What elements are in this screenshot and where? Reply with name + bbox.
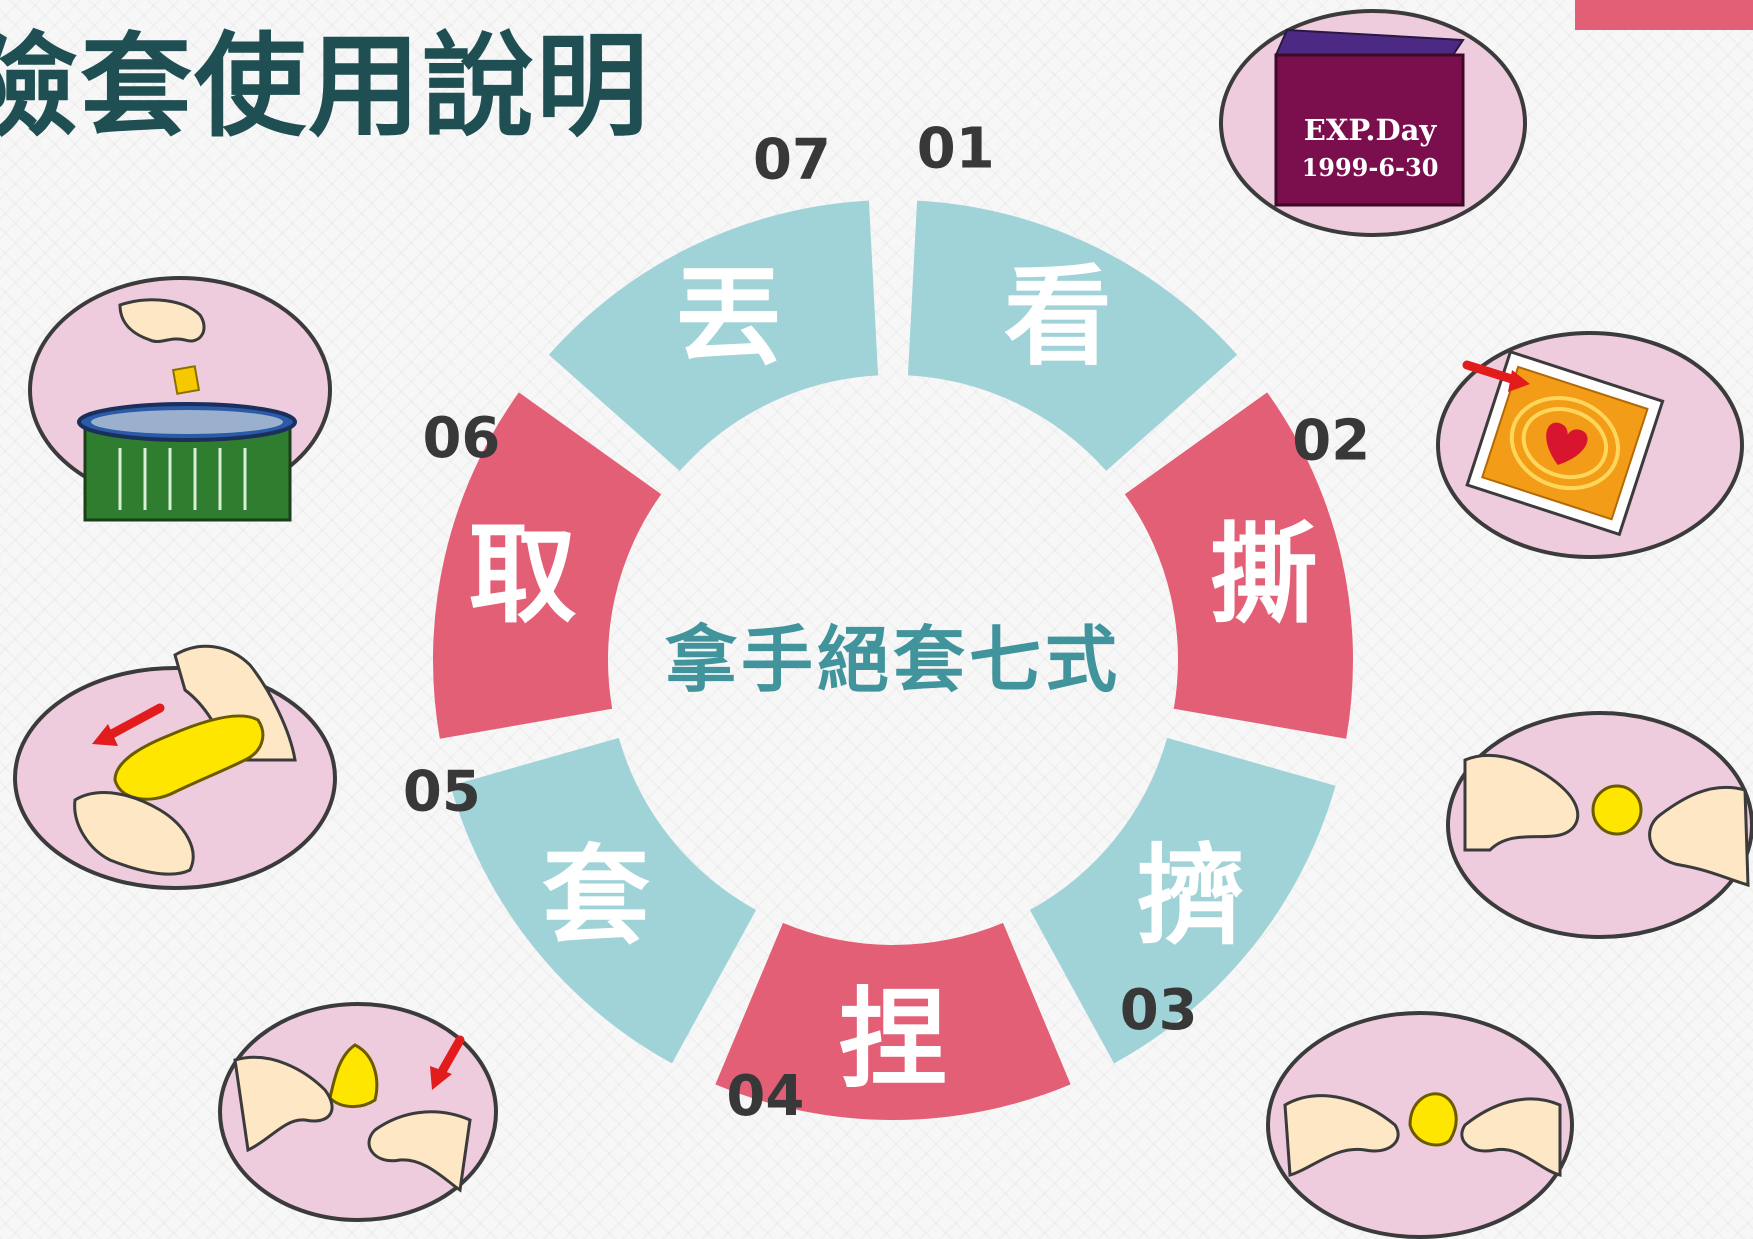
corner-accent-bar [1575, 0, 1753, 30]
segment-label-04: 捏 [839, 978, 947, 1103]
ring-segment-03 [1029, 737, 1336, 1064]
segment-number-04: 04 [726, 1064, 804, 1129]
ring-segment-07 [548, 200, 879, 471]
segment-label-02: 撕 [1209, 513, 1317, 638]
segment-label-06: 取 [469, 513, 577, 638]
segment-number-05: 05 [403, 759, 481, 824]
pinch-tip-icon [1408, 1092, 1458, 1147]
illustration-roll-on [218, 1002, 498, 1222]
illustration-expiry-date: EXP.Day 1999-6-30 [1219, 9, 1527, 237]
center-label: 拿手絕套七式 [665, 618, 1121, 702]
exp-label-line1: EXP.Day [1304, 113, 1438, 147]
segment-number-06: 06 [422, 406, 500, 471]
squeeze-condom-icon [1591, 784, 1643, 836]
ring-segment-04 [715, 922, 1071, 1120]
expiry-date-icon [1274, 53, 1465, 207]
ring-segment-02 [1124, 392, 1354, 739]
segment-label-01: 看 [1004, 255, 1112, 380]
illustration-tear-package [1436, 331, 1744, 559]
illustration-remove-condom [13, 644, 337, 890]
segment-label-03: 擠 [1136, 834, 1244, 959]
ring-segments: 看 01 撕 02 擠 03 捏 04 套 05 取 06 丟 07 [403, 116, 1370, 1129]
ring-segment-05 [450, 737, 757, 1064]
roll-on-icon [328, 1043, 379, 1108]
segment-number-07: 07 [753, 128, 831, 193]
remove-condom-icon [113, 714, 265, 801]
ring-segment-01 [907, 200, 1238, 471]
illustration-trash-bin [28, 276, 332, 522]
page-title: 險套使用說明 [0, 22, 650, 152]
segment-number-01: 01 [917, 116, 995, 181]
ring-segment-06 [433, 392, 662, 739]
segment-number-03: 03 [1120, 978, 1198, 1043]
segment-label-07: 丟 [674, 255, 782, 380]
segment-number-02: 02 [1292, 408, 1370, 473]
exp-label-line2: 1999-6-30 [1302, 153, 1439, 182]
segment-label-05: 套 [542, 834, 650, 959]
illustration-pinch-tip [1266, 1011, 1574, 1239]
illustration-squeeze-condom [1446, 711, 1753, 939]
